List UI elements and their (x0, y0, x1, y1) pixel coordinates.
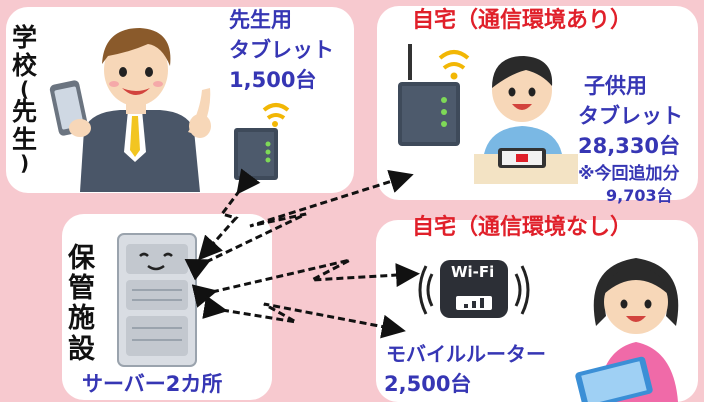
arrow-storage-home-b-2 (202, 295, 406, 339)
child-tablet-label-2: タブレット (578, 104, 683, 128)
teacher-tablet-label: 先生用 (229, 8, 292, 32)
mobile-router-count: 2,500台 (384, 372, 472, 396)
school-label: 学 校 ( 先 生 ) (12, 23, 38, 175)
child-boy-illustration (474, 56, 578, 184)
mobile-router-icon (418, 260, 530, 318)
server-caption: サーバー2カ所 (82, 372, 223, 396)
additional-note: ※今回追加分 (578, 164, 680, 184)
arrow-storage-home-b (191, 258, 420, 308)
home-with-network-title: 自宅（通信環境あり） (412, 8, 633, 33)
arrow-school-storage (197, 168, 261, 261)
mobile-router-label: モバイルルーター (386, 342, 546, 366)
arrow-storage-home-a (184, 169, 414, 281)
teacher-tablet-label-2: タブレット (229, 38, 334, 62)
child-girl-illustration (575, 258, 679, 402)
home-without-network-title: 自宅（通信環境なし） (412, 215, 633, 240)
additional-count: 9,703台 (606, 186, 673, 205)
teacher-tablet-count: 1,500台 (229, 68, 317, 92)
child-tablet-label: 子供用 (584, 74, 647, 98)
storage-label: 保 管 施 設 (68, 243, 95, 365)
wifi-router-icon (398, 44, 470, 146)
server-rack-icon (117, 233, 197, 367)
child-tablet-count: 28,330台 (578, 134, 681, 158)
wifi-label: Wi-Fi (451, 263, 495, 281)
teacher-illustration (49, 28, 211, 192)
